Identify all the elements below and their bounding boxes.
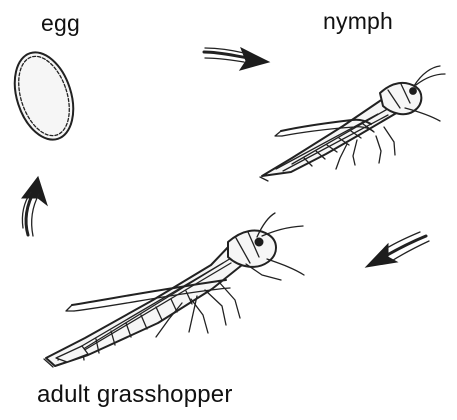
arrow-nymph-to-adult-icon (366, 232, 429, 267)
adult-grasshopper-illustration (44, 213, 304, 367)
egg-illustration (4, 45, 83, 147)
arrow-egg-to-nymph-icon (204, 48, 269, 70)
arrow-adult-to-egg-icon (22, 177, 47, 236)
nymph-grasshopper-illustration (260, 66, 445, 181)
